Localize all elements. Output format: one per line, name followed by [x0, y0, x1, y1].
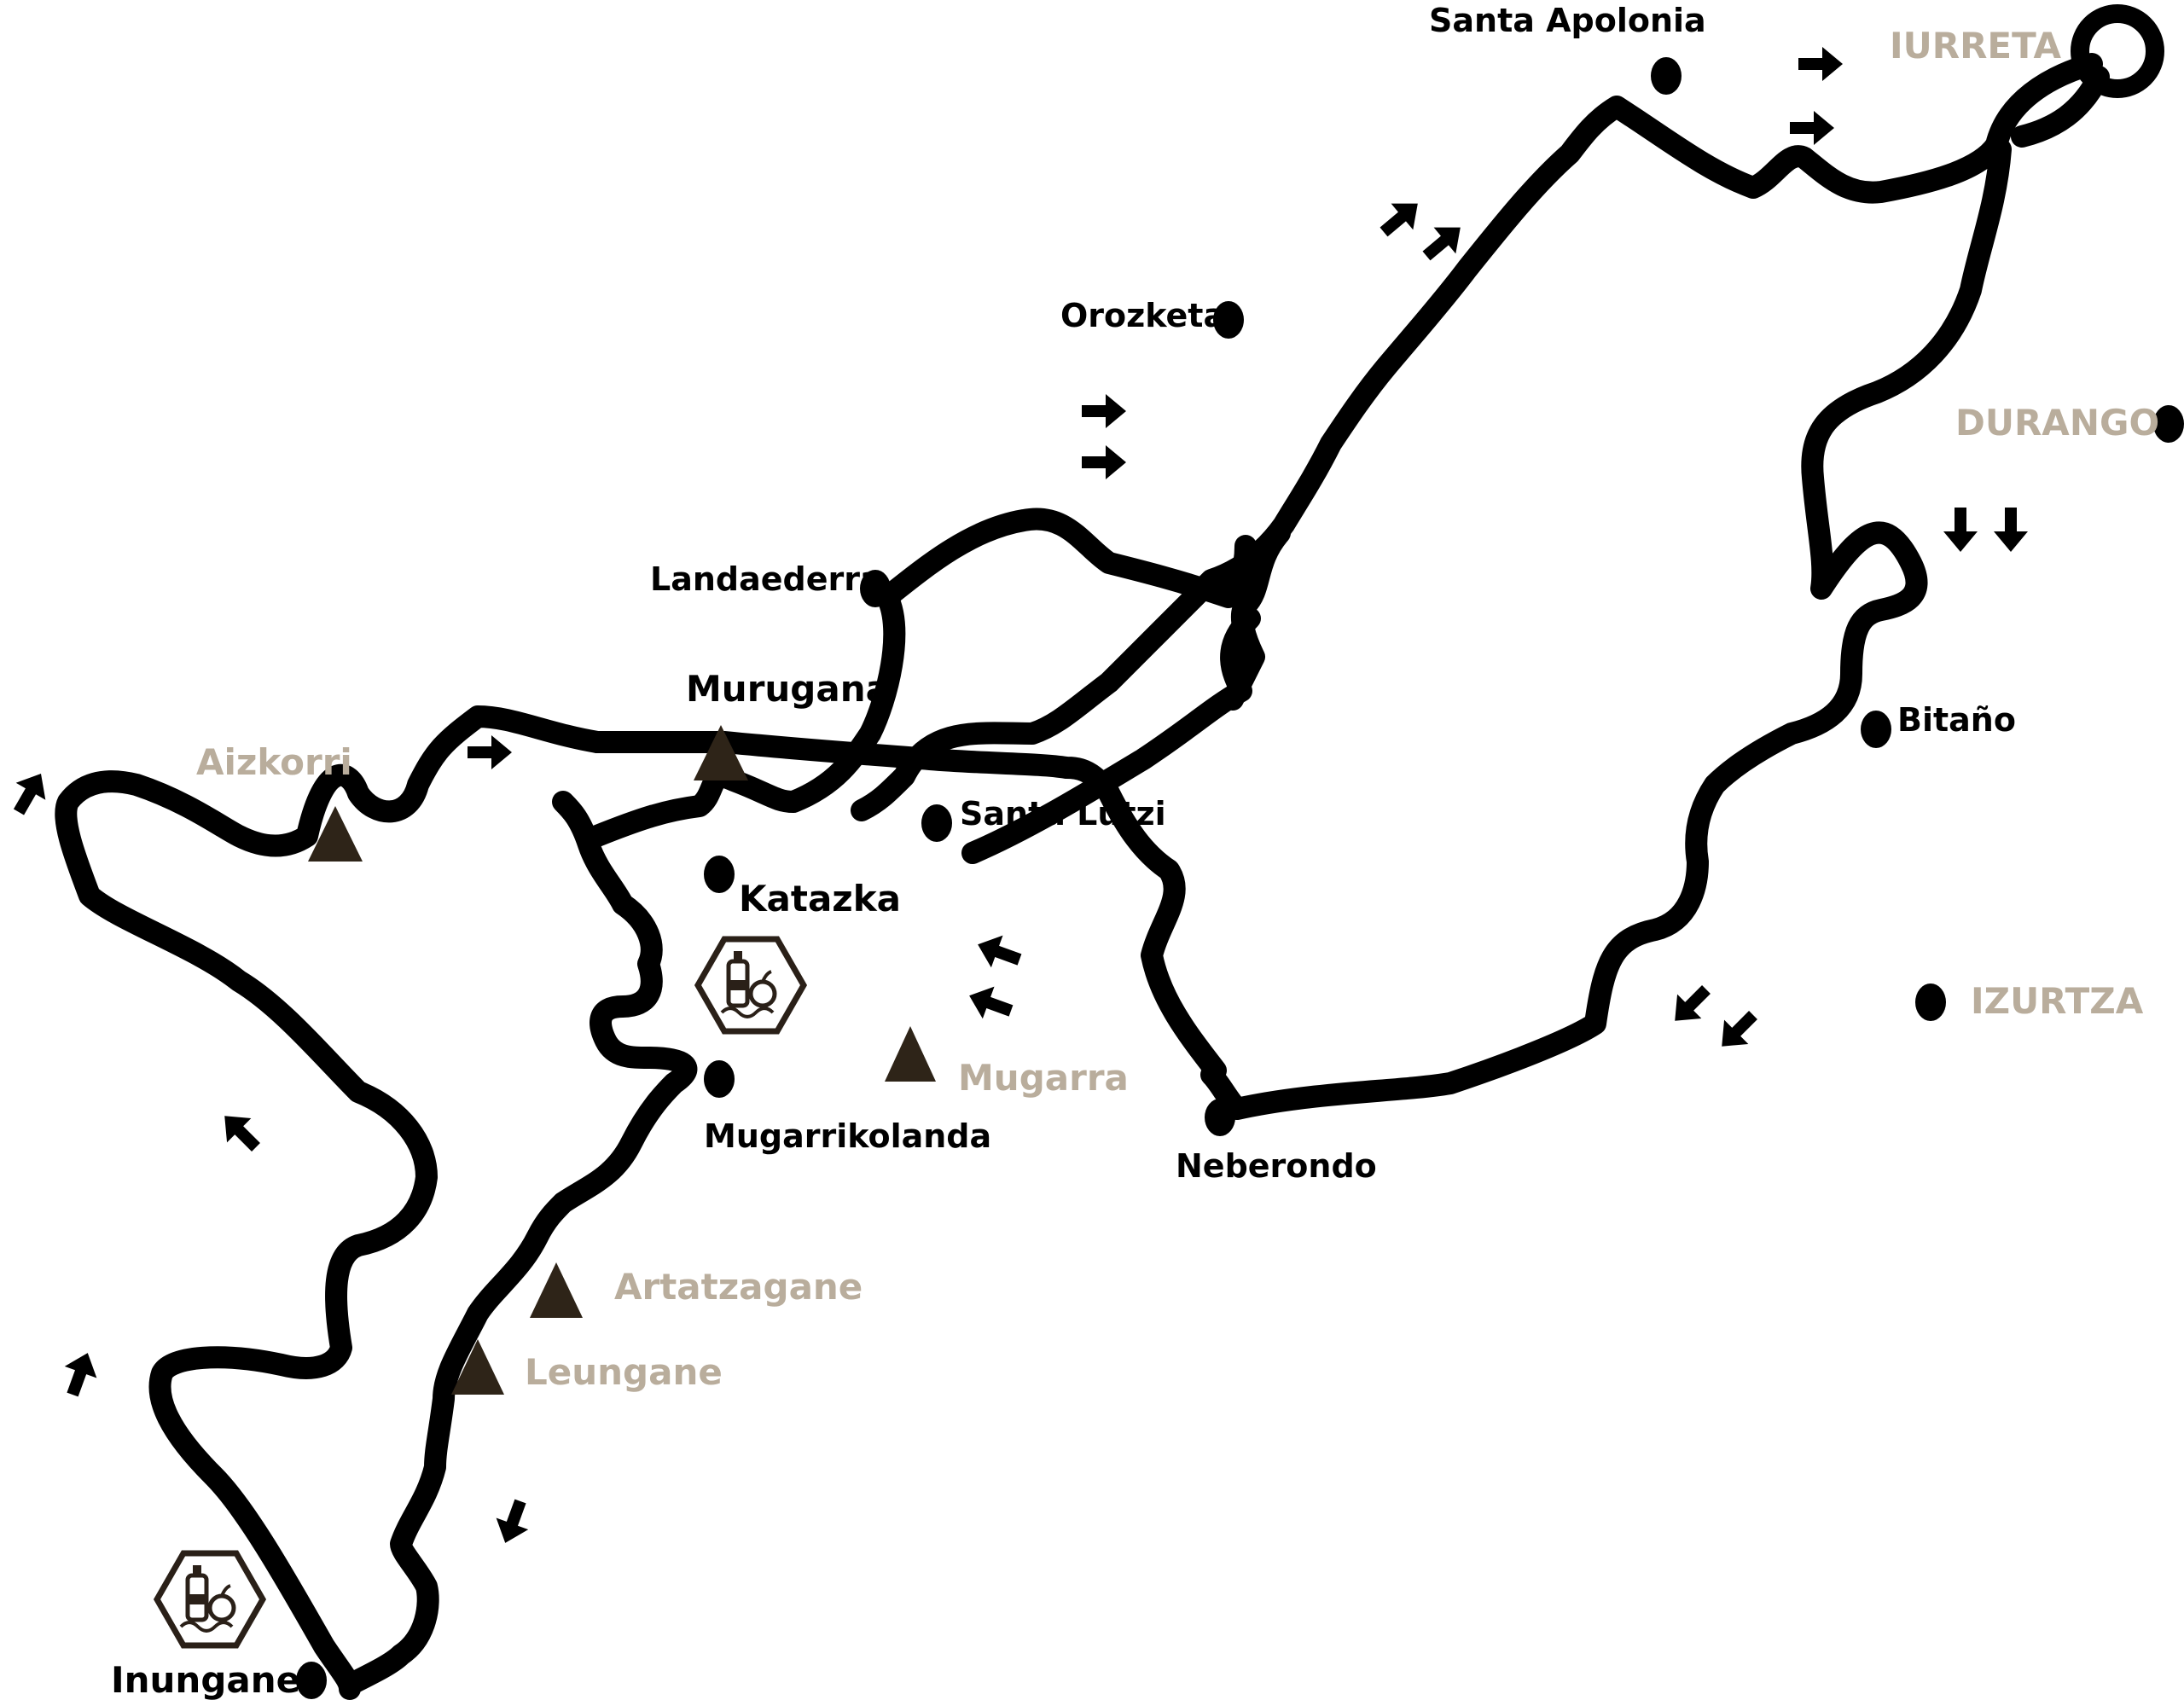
direction-arrow-icon: [1082, 445, 1126, 479]
place-dot-icon: [1651, 57, 1682, 95]
direction-arrow-icon: [1663, 977, 1719, 1033]
route-line: [55, 53, 2110, 1700]
summit-triangle-icon: [451, 1339, 504, 1395]
summit-triangle-icon: [694, 725, 748, 780]
summit-label-aizkorri: Aizkorri: [196, 741, 352, 783]
place-label-inungane: Inungane: [111, 1659, 300, 1700]
place-dot-icon: [704, 856, 735, 893]
place-label-mugarrikolanda: Mugarrikolanda: [704, 1117, 991, 1155]
place-label-bitano: Bitaño: [1897, 701, 2016, 739]
place-dot-icon: [1915, 983, 1946, 1021]
direction-arrow-icon: [489, 1495, 537, 1549]
town-label-durango: DURANGO: [1955, 402, 2159, 444]
place-label-landaederra: Landaederra: [650, 560, 882, 598]
place-label-santa-lutzi: Santa Lutzi: [960, 795, 1166, 833]
place-label-katazka: Katazka: [739, 878, 901, 920]
place-label-neberondo: Neberondo: [1176, 1147, 1377, 1185]
summit-label-mugarra: Mugarra: [958, 1057, 1129, 1099]
direction-arrow-icon: [212, 1104, 269, 1160]
direction-arrow-icon: [1373, 190, 1429, 246]
start-finish-ring-icon: [2071, 4, 2164, 98]
town-label-izurtza: IZURTZA: [1971, 980, 2144, 1022]
refreshment-station-icon: [157, 1553, 263, 1645]
direction-arrow-icon: [1943, 508, 1978, 552]
direction-arrow-icon: [1710, 1002, 1766, 1059]
summits: [308, 725, 936, 1395]
summit-label-leungane: Leungane: [525, 1351, 723, 1393]
summit-triangle-icon: [530, 1262, 583, 1318]
place-dot-icon: [860, 570, 891, 607]
place-dot-icon: [296, 1662, 327, 1699]
summit-label-murugana: Murugana: [686, 668, 890, 710]
direction-arrow-icon: [1790, 111, 1834, 145]
direction-arrow-icon: [1994, 508, 2028, 552]
place-dots: [296, 57, 2184, 1699]
place-dot-icon: [704, 1060, 735, 1098]
place-dot-icon: [1213, 301, 1244, 339]
place-dot-icon: [2153, 405, 2184, 443]
refreshment-station-icon: [698, 939, 804, 1031]
place-label-orozketa: Orozketa: [1060, 297, 1225, 334]
place-label-santa-apolonia: Santa Apolonia: [1429, 2, 1706, 39]
direction-arrow-icon: [963, 979, 1017, 1027]
direction-arrow-icon: [468, 735, 512, 769]
summit-label-artatzagane: Artatzagane: [614, 1266, 863, 1308]
place-dot-icon: [1205, 1099, 1235, 1136]
summit-triangle-icon: [885, 1026, 936, 1082]
direction-arrow-icon: [972, 928, 1025, 976]
place-dot-icon: [921, 804, 952, 842]
place-dot-icon: [1861, 711, 1891, 748]
town-label-iurreta: IURRETA: [1890, 25, 2061, 67]
summit-triangle-icon: [308, 806, 363, 862]
direction-arrow-icon: [3, 764, 56, 821]
direction-arrow-icon: [56, 1347, 104, 1401]
direction-arrow-icon: [1082, 394, 1126, 428]
direction-arrow-icon: [1798, 47, 1843, 81]
